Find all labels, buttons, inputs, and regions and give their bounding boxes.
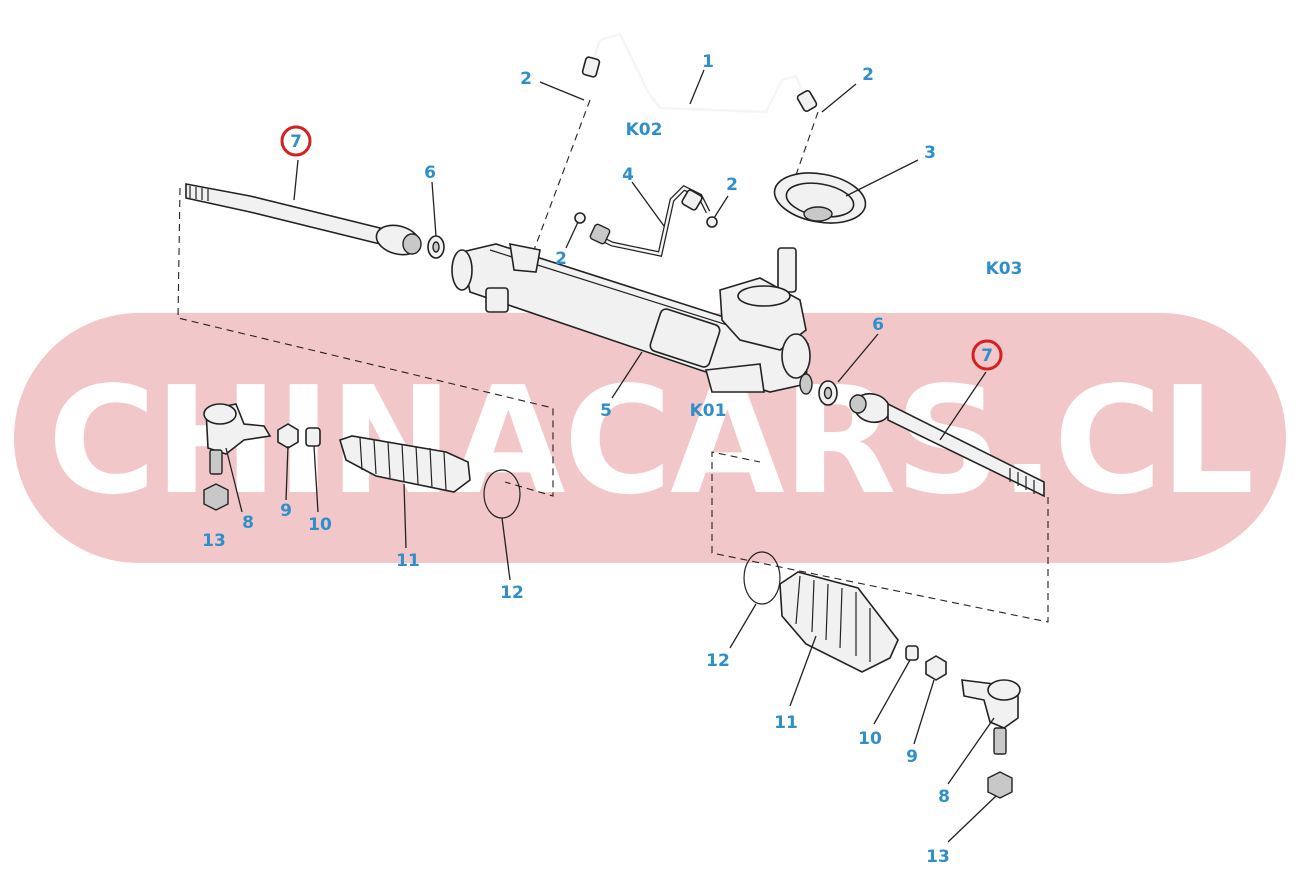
callout-12-left: 12: [500, 583, 524, 603]
inner-tie-rod-right: [849, 392, 1045, 498]
callout-10-right: 10: [858, 729, 882, 749]
clip-right: [905, 645, 919, 661]
callout-3: 3: [924, 143, 936, 163]
callout-1: 1: [702, 52, 714, 72]
zone-code-k02: K02: [626, 120, 663, 140]
callout-6-left: 6: [424, 163, 436, 183]
callout-2-mid-left: 2: [555, 249, 567, 269]
callout-2-mid-right: 2: [726, 175, 738, 195]
callout-9-right: 9: [906, 747, 918, 767]
callout-7-left: 7: [290, 132, 302, 152]
zone-code-k03: K03: [986, 259, 1023, 279]
jam-nut-right: [925, 655, 947, 681]
band-clamp-right: [743, 551, 781, 605]
callout-13-right: 13: [926, 847, 950, 867]
highlight-circle-right: [971, 339, 1003, 371]
callout-6-right: 6: [872, 315, 884, 335]
callout-7-right: 7: [981, 346, 993, 366]
callout-2-upper-right: 2: [862, 65, 874, 85]
callout-8-right: 8: [938, 787, 950, 807]
rack-housing: [451, 242, 813, 395]
callout-13-left: 13: [202, 531, 226, 551]
inner-tie-rod-left: [185, 183, 422, 256]
bellows-right: [779, 571, 899, 673]
clip-left: [305, 427, 321, 447]
pinion-dust-boot: [773, 172, 867, 224]
bellows-left: [339, 435, 471, 493]
callout-11-left: 11: [396, 551, 420, 571]
callout-12-right: 12: [706, 651, 730, 671]
callout-5: 5: [600, 401, 612, 421]
assembly-lines: [177, 99, 1049, 623]
tie-rod-end-right: [961, 679, 1021, 755]
lower-nut-left: [203, 483, 229, 511]
watermark-band: [14, 313, 1286, 563]
callout-2-upper-left: 2: [520, 69, 532, 89]
lower-nut-right: [987, 771, 1013, 799]
callout-labels: 1 2 2 2 2 3 4 5 6 6 7 7 8 9 10 11 12 13 …: [202, 52, 993, 867]
callout-10-left: 10: [308, 515, 332, 535]
callout-8-left: 8: [242, 513, 254, 533]
callout-9-left: 9: [280, 501, 292, 521]
tie-rod-end-left: [203, 403, 272, 475]
pressure-pipe-lower: [574, 184, 718, 257]
watermark-text: CHINACARS.CL: [48, 355, 1253, 527]
jam-nut-left: [277, 423, 299, 449]
pressure-pipe-upper: [581, 32, 818, 114]
callout-11-right: 11: [774, 713, 798, 733]
callout-4: 4: [622, 165, 634, 185]
zone-code-k01: K01: [690, 401, 727, 421]
highlight-circle-left: [280, 125, 312, 157]
leader-lines: [225, 69, 997, 843]
